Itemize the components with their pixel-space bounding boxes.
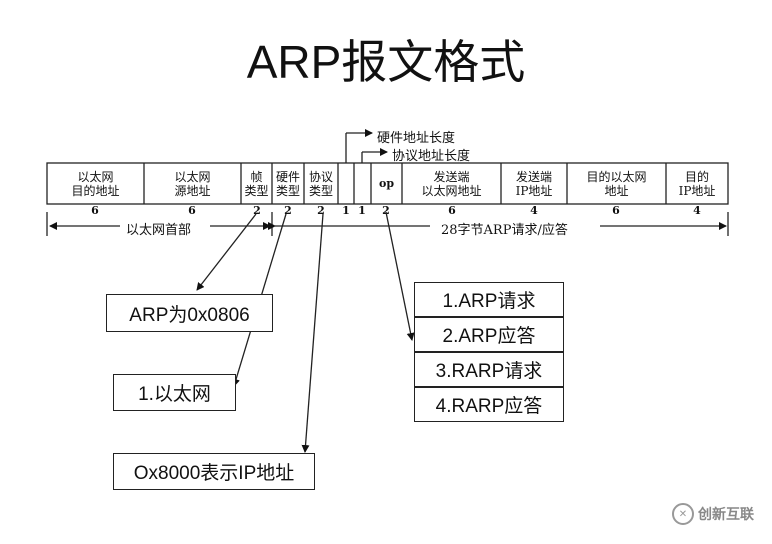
field-sender-mac: 发送端 以太网地址 (421, 169, 482, 198)
frame-type-box: ARP为0x0806 (106, 294, 273, 332)
size-label: 2 (382, 204, 390, 217)
field-proto-type: 协议 类型 (308, 169, 333, 198)
field-op: op (378, 176, 395, 190)
op-value-item: 1.ARP请求 (414, 282, 564, 317)
watermark: ✕ 创新互联 (672, 503, 754, 525)
size-label: 1 (358, 204, 366, 217)
size-label: 6 (188, 204, 196, 217)
op-value-item: 2.ARP应答 (414, 317, 564, 352)
size-label: 1 (342, 204, 350, 217)
proto-len-annotation: 协议地址长度 (392, 149, 471, 164)
size-label: 6 (91, 204, 99, 217)
page-title: ARP报文格式 (246, 36, 526, 88)
op-value-item: 4.RARP应答 (414, 387, 564, 422)
watermark-logo-icon: ✕ (672, 503, 694, 525)
size-label: 6 (612, 204, 620, 217)
field-src-mac: 以太网 源地址 (174, 169, 211, 198)
size-label: 2 (253, 204, 261, 217)
size-label: 2 (317, 204, 325, 217)
proto-type-box: Ox8000表示IP地址 (113, 453, 315, 490)
hw-len-annotation: 硬件地址长度 (377, 131, 456, 146)
size-label: 2 (284, 204, 292, 217)
size-label: 6 (448, 204, 456, 217)
field-target-ip: 目的 IP地址 (678, 169, 716, 198)
size-label: 4 (530, 204, 538, 217)
size-label: 4 (693, 204, 701, 217)
op-value-item: 3.RARP请求 (414, 352, 564, 387)
hw-type-box: 1.以太网 (113, 374, 236, 411)
arp-body-label: 28字节ARP请求/应答 (437, 219, 572, 238)
field-frame-type: 帧 类型 (244, 169, 269, 198)
field-sender-ip: 发送端 IP地址 (515, 169, 553, 198)
field-target-mac: 目的以太网 地址 (586, 169, 647, 198)
eth-header-label: 以太网首部 (126, 223, 192, 238)
field-dest-mac: 以太网 目的地址 (71, 169, 120, 198)
field-hw-type: 硬件 类型 (275, 169, 300, 198)
watermark-text: 创新互联 (698, 507, 754, 523)
